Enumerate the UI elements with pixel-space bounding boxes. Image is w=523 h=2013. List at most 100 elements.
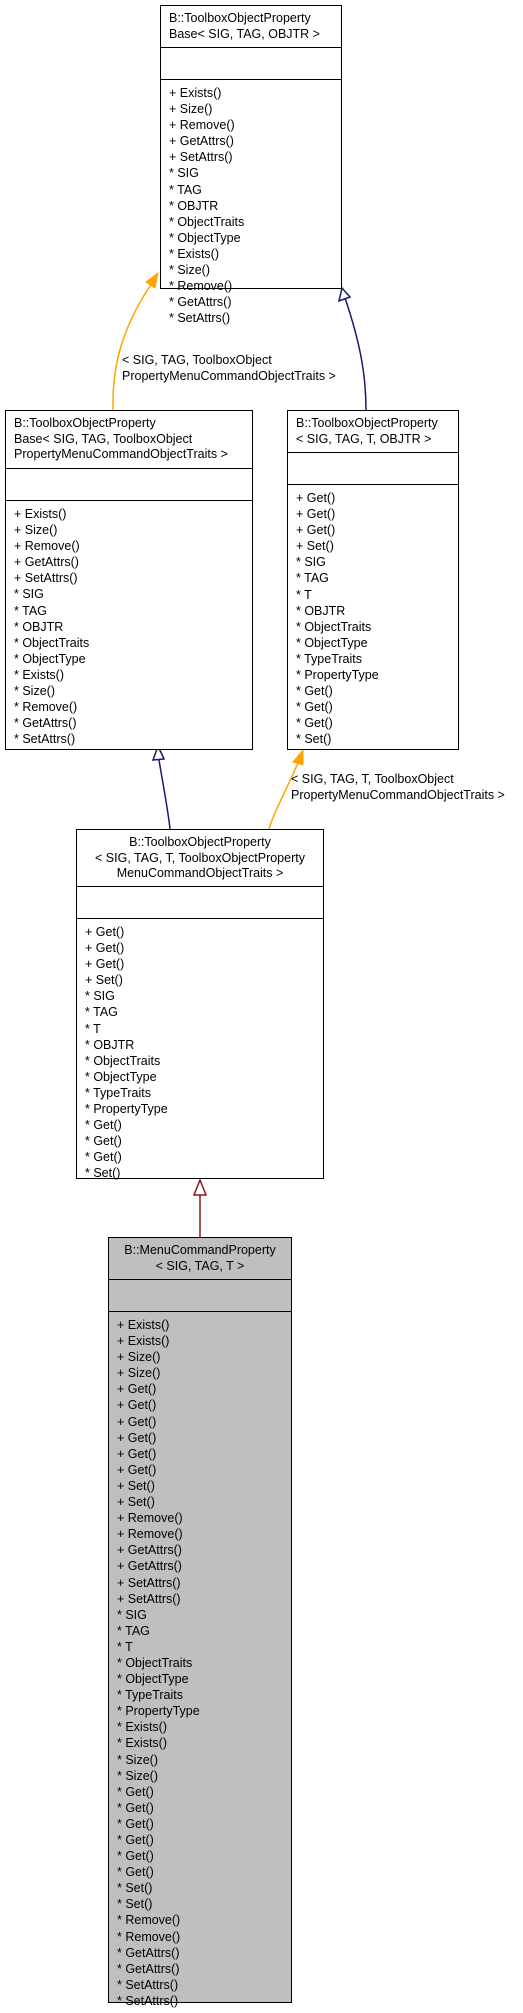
class-member[interactable]: + GetAttrs(): [117, 1543, 182, 1558]
class-member[interactable]: * TAG: [117, 1623, 150, 1638]
class-member[interactable]: * TAG: [85, 1005, 118, 1020]
class-member[interactable]: * Remove(): [117, 1913, 181, 1928]
class-member[interactable]: * ObjectTraits: [169, 214, 245, 229]
class-node-prop-menu[interactable]: B::ToolboxObjectProperty < SIG, TAG, T, …: [76, 829, 324, 1181]
class-member[interactable]: * GetAttrs(): [117, 1961, 180, 1976]
class-member[interactable]: + Get(): [85, 925, 125, 939]
class-member[interactable]: + Get(): [117, 1414, 157, 1429]
class-member[interactable]: * TAG: [169, 182, 202, 197]
class-member[interactable]: + Get(): [85, 957, 125, 972]
class-member[interactable]: * PropertyType: [85, 1102, 168, 1117]
class-member[interactable]: + Size(): [117, 1350, 161, 1365]
class-member[interactable]: * Size(): [117, 1768, 158, 1783]
class-member[interactable]: + Exists(): [169, 86, 222, 100]
class-member[interactable]: * Set(): [117, 1881, 153, 1896]
class-member[interactable]: * Size(): [117, 1752, 158, 1767]
class-member[interactable]: + Set(): [85, 973, 123, 988]
class-member[interactable]: * Set(): [117, 1897, 153, 1912]
class-member[interactable]: + Get(): [85, 941, 125, 956]
class-member[interactable]: * Exists(): [169, 246, 219, 261]
class-member[interactable]: * OBJTR: [296, 603, 346, 618]
class-member[interactable]: + SetAttrs(): [117, 1575, 181, 1590]
class-member[interactable]: + Get(): [117, 1430, 157, 1445]
class-member[interactable]: * Remove(): [117, 1929, 181, 1944]
class-node-base-menu[interactable]: B::ToolboxObjectProperty Base< SIG, TAG,…: [5, 410, 253, 750]
class-member[interactable]: + Set(): [117, 1495, 155, 1510]
class-member[interactable]: * PropertyType: [117, 1704, 200, 1719]
class-member[interactable]: + SetAttrs(): [14, 571, 78, 586]
class-member[interactable]: + Set(): [117, 1478, 155, 1493]
class-member[interactable]: * Exists(): [117, 1736, 167, 1751]
class-member[interactable]: + Set(): [296, 539, 334, 554]
class-member[interactable]: * Get(): [85, 1118, 122, 1133]
class-member[interactable]: * Set(): [296, 732, 332, 747]
class-node-base-objtr[interactable]: B::ToolboxObjectProperty Base< SIG, TAG,…: [160, 5, 342, 325]
class-member[interactable]: * SetAttrs(): [117, 1977, 179, 1992]
class-member[interactable]: * Get(): [296, 684, 333, 699]
class-member[interactable]: + Remove(): [169, 118, 235, 133]
class-member[interactable]: + GetAttrs(): [169, 134, 234, 149]
class-member[interactable]: + Get(): [296, 507, 336, 522]
class-member[interactable]: + Get(): [296, 491, 336, 505]
class-member[interactable]: * ObjectTraits: [117, 1655, 193, 1670]
class-member[interactable]: * Set(): [85, 1166, 121, 1181]
class-member[interactable]: * Get(): [296, 700, 333, 715]
class-member[interactable]: * Get(): [117, 1800, 154, 1815]
class-member[interactable]: * TAG: [296, 571, 329, 586]
class-member[interactable]: + SetAttrs(): [169, 150, 233, 165]
class-member[interactable]: + Get(): [296, 523, 336, 538]
class-member[interactable]: + Get(): [117, 1398, 157, 1413]
class-member[interactable]: * SetAttrs(): [169, 311, 231, 326]
class-member[interactable]: * Get(): [85, 1150, 122, 1165]
class-member[interactable]: * PropertyType: [296, 668, 379, 683]
class-member[interactable]: * T: [296, 587, 312, 602]
class-member[interactable]: + GetAttrs(): [117, 1559, 182, 1574]
class-member[interactable]: + GetAttrs(): [14, 555, 79, 570]
class-member[interactable]: * Exists(): [117, 1720, 167, 1735]
class-member[interactable]: + Get(): [117, 1382, 157, 1397]
class-member[interactable]: * OBJTR: [169, 198, 219, 213]
class-member[interactable]: * SIG: [85, 989, 115, 1004]
class-member[interactable]: * OBJTR: [14, 619, 64, 634]
class-member[interactable]: * TypeTraits: [117, 1688, 183, 1703]
class-member[interactable]: * OBJTR: [85, 1037, 135, 1052]
class-member[interactable]: * ObjectType: [169, 230, 241, 245]
class-member[interactable]: * Remove(): [14, 700, 78, 715]
class-member[interactable]: * Remove(): [169, 279, 233, 294]
class-member[interactable]: + Exists(): [117, 1334, 170, 1349]
class-member[interactable]: + Exists(): [14, 507, 67, 521]
class-member[interactable]: * SIG: [14, 587, 44, 602]
class-member[interactable]: * Get(): [117, 1833, 154, 1847]
class-member[interactable]: + Remove(): [14, 539, 80, 554]
class-member[interactable]: + SetAttrs(): [117, 1591, 181, 1606]
class-member[interactable]: * ObjectType: [85, 1069, 157, 1084]
class-member[interactable]: * Size(): [169, 263, 210, 278]
class-member[interactable]: + Exists(): [117, 1318, 170, 1332]
class-member[interactable]: * TypeTraits: [85, 1085, 151, 1100]
class-member[interactable]: + Size(): [14, 523, 58, 538]
class-member[interactable]: + Remove(): [117, 1511, 183, 1526]
class-member[interactable]: * T: [85, 1021, 101, 1036]
class-member[interactable]: * ObjectType: [14, 651, 86, 666]
class-member[interactable]: * Get(): [296, 716, 333, 731]
class-member[interactable]: * SIG: [117, 1607, 147, 1622]
class-member[interactable]: * Get(): [85, 1134, 122, 1149]
class-member[interactable]: * ObjectTraits: [296, 619, 372, 634]
class-member[interactable]: * Get(): [117, 1865, 154, 1880]
class-member[interactable]: * GetAttrs(): [14, 716, 77, 731]
class-member[interactable]: * Get(): [117, 1816, 154, 1831]
class-member[interactable]: * TAG: [14, 603, 47, 618]
class-member[interactable]: * Get(): [117, 1849, 154, 1864]
class-member[interactable]: * Exists(): [14, 667, 64, 682]
class-node-menu-cmd[interactable]: B::MenuCommandProperty < SIG, TAG, T > +…: [108, 1237, 292, 2008]
class-member[interactable]: + Remove(): [117, 1527, 183, 1542]
class-member[interactable]: * ObjectType: [296, 635, 368, 650]
class-member[interactable]: * ObjectTraits: [14, 635, 90, 650]
class-member[interactable]: + Size(): [117, 1366, 161, 1381]
class-member[interactable]: * Size(): [14, 684, 55, 699]
class-member[interactable]: * SIG: [296, 555, 326, 570]
class-member[interactable]: * GetAttrs(): [117, 1945, 180, 1960]
class-member[interactable]: * ObjectTraits: [85, 1053, 161, 1068]
class-member[interactable]: * GetAttrs(): [169, 295, 232, 310]
class-member[interactable]: + Get(): [117, 1446, 157, 1461]
